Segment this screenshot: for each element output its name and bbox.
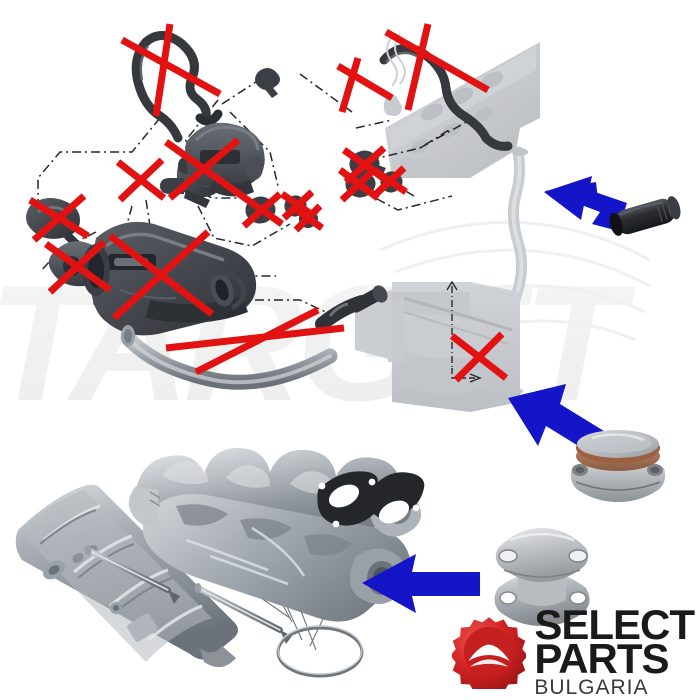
cross-out-egr-solenoid-valve: [115, 157, 167, 203]
cross-out-egr-tube-flange: [43, 239, 113, 295]
cross-out-egr-pipe-lower: [165, 306, 345, 376]
arrow-one-shape: [544, 176, 627, 220]
cross-out-hose-clamp-cluster-right: [337, 145, 408, 203]
cross-out-egr-cooler-bracket: [28, 193, 90, 243]
sealing-o-ring: [276, 625, 364, 678]
cooler-dimension-leaders: [446, 280, 482, 383]
cross-out-egr-cooler-assembly: [107, 229, 215, 321]
cross-out-cooler-outlet-port: [449, 331, 509, 383]
egr-blanking-plate-pair: [494, 528, 590, 626]
egr-blanking-plate-upper: [495, 528, 589, 582]
egr-pipe-lower: [120, 285, 388, 390]
logo-line-2: PARTS: [534, 635, 669, 683]
egr-cooler-ghost: [355, 282, 520, 412]
cooler-outlet-port: [205, 270, 247, 311]
manifold-stud-upper: [84, 545, 180, 604]
arrow-to-egr-blanking-plate: [362, 554, 480, 613]
egr-cooler-assembly: [82, 221, 257, 336]
logo-line-3: BULGARIA: [534, 675, 649, 699]
logo-line-1: SELECT: [534, 600, 695, 648]
round-blanking-plate-with-copper-gasket: [570, 430, 666, 502]
select-parts-bulgaria-logo[interactable]: SELECT PARTS BULGARIA: [452, 600, 700, 700]
black-rubber-blanking-hose-plug: [609, 196, 681, 236]
ghost-hose-outline: [386, 33, 406, 87]
hose-clamp-cluster-upper: [255, 68, 280, 98]
manifold-gasket: [317, 471, 425, 528]
cross-out-hose-clamp-cluster-lower: [239, 189, 325, 233]
cross-out-vacuum-hose-upper-right: [336, 23, 490, 113]
cross-out-vacuum-hose-upper-left: [120, 23, 222, 117]
logo-wordmark: SELECT PARTS BULGARIA: [534, 600, 695, 699]
gear-icon: [452, 617, 527, 689]
cross-out-egr-valve-body: [163, 137, 245, 201]
